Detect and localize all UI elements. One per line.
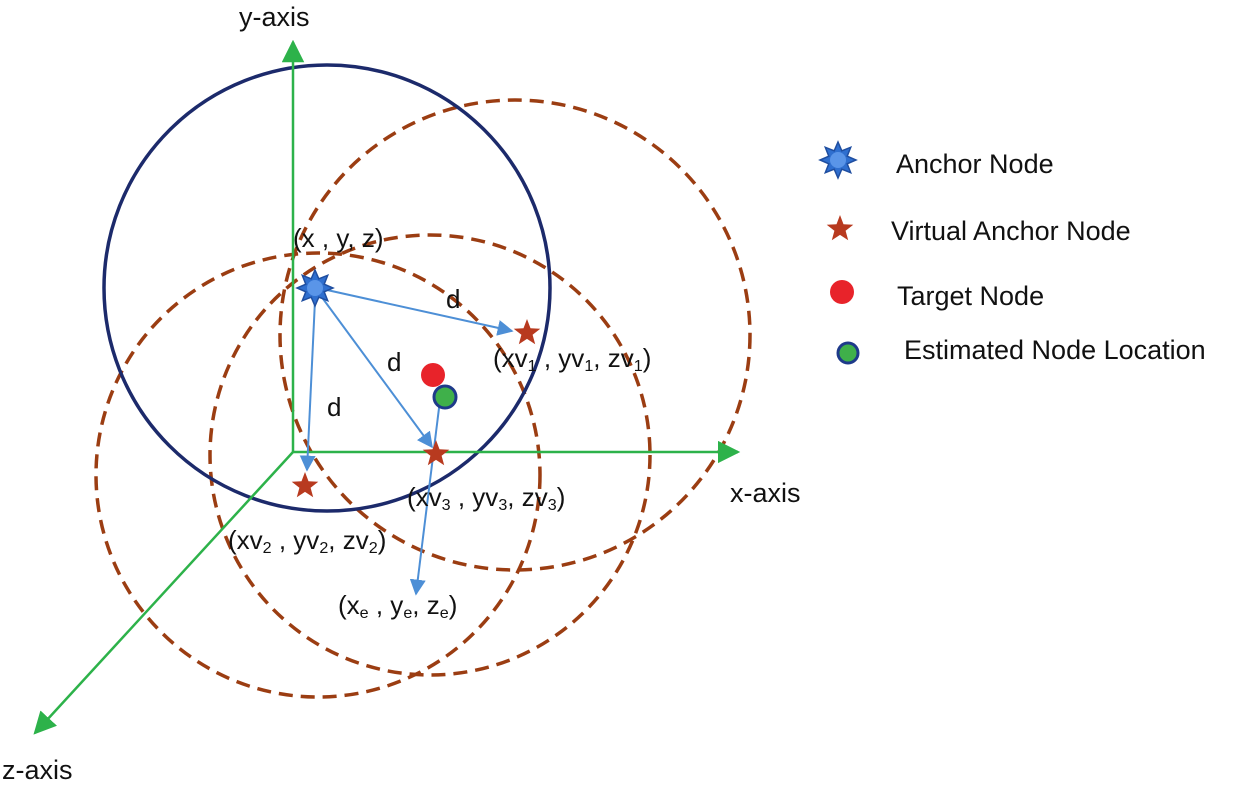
x-axis-label: x-axis: [730, 478, 801, 508]
legend-estimate-icon: [836, 341, 860, 365]
vanchor-3-coord-label: (xv3 , yv3, zv3): [407, 482, 566, 515]
legend-virtual-anchor-label: Virtual Anchor Node: [891, 216, 1131, 246]
range-circle-vanchor-1: [278, 98, 752, 572]
range-circle-vanchor-3: [208, 233, 652, 677]
legend-target-label: Target Node: [897, 281, 1045, 311]
virtual-anchor-star-3: [422, 440, 450, 466]
legend-virtual-anchor-icon: [826, 215, 854, 241]
legend-estimate-label: Estimated Node Location: [904, 335, 1206, 365]
estimate-coord-label: (xe , ye, ze): [338, 590, 458, 623]
anchor-range-circle: [102, 63, 552, 513]
estimated-node-dot: [432, 384, 458, 410]
distance-arrow-vanchor-1: [317, 287, 514, 336]
distance-label-3: d: [387, 347, 402, 377]
distance-arrow-vanchor-3: [317, 291, 433, 449]
virtual-anchor-star-2: [291, 472, 319, 498]
z-axis-line: [33, 451, 294, 735]
vanchor-1-coord-label: (xv1 , yv1, zv1): [493, 343, 652, 376]
estimate-arrow: [409, 399, 441, 596]
range-circle-vanchor-2: [94, 251, 542, 699]
legend-target-icon: [830, 280, 854, 304]
virtual-anchor-star-1: [513, 319, 541, 345]
distance-label-1: d: [446, 284, 461, 314]
target-node-dot: [421, 363, 445, 387]
distance-label-2: d: [327, 392, 342, 422]
vanchor-2-coord-label: (xv2 , yv2, zv2): [228, 525, 387, 558]
anchor-coord-label: (x , y, z): [293, 223, 384, 253]
legend-anchor-label: Anchor Node: [896, 149, 1054, 179]
y-axis-label: y-axis: [239, 2, 310, 32]
distance-arrow-vanchor-2: [299, 299, 316, 472]
legend-anchor-icon: [818, 140, 858, 180]
z-axis-label: z-axis: [2, 755, 73, 785]
anchor-node-star: [295, 268, 335, 308]
